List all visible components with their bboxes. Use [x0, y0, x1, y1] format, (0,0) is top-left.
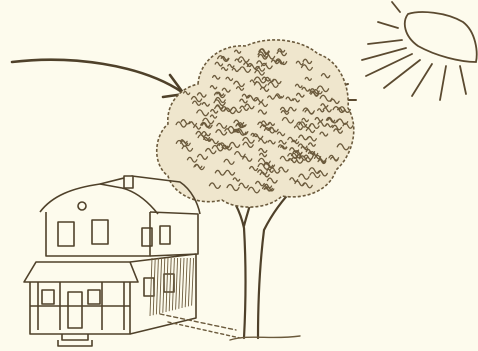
shade-hatch: [169, 258, 171, 311]
shade-hatch: [166, 258, 168, 312]
sun-icon: [362, 2, 477, 100]
shade-hatch: [160, 258, 162, 314]
house-chimney: [124, 176, 133, 188]
house-window-upper-left: [58, 222, 74, 246]
tree-icon: [157, 40, 354, 338]
house-porch-roof: [24, 262, 138, 282]
house-window-side-2: [160, 226, 170, 244]
house-window-side-3: [144, 278, 154, 296]
shade-hatch: [156, 258, 158, 314]
house-icon: [24, 176, 200, 346]
shade-hatch: [188, 258, 190, 306]
shade-hatch: [150, 258, 152, 316]
shade-hatch: [192, 258, 194, 306]
house-steps: [58, 334, 92, 346]
shade-hatch: [182, 258, 184, 308]
house-shading: [150, 258, 194, 316]
house-door: [68, 292, 82, 328]
arrow-icon: [12, 60, 184, 97]
shade-hatch: [179, 258, 181, 309]
house-roof: [40, 184, 158, 214]
house-window-upper-right: [92, 220, 108, 244]
ground-line: [160, 314, 300, 340]
shade-hatch: [185, 258, 187, 307]
house-window-lower-right: [88, 290, 100, 304]
house-attic-window: [78, 202, 86, 210]
house-window-side-4: [164, 274, 174, 292]
house-window-lower-left: [42, 290, 54, 304]
shade-hatch: [176, 258, 178, 310]
